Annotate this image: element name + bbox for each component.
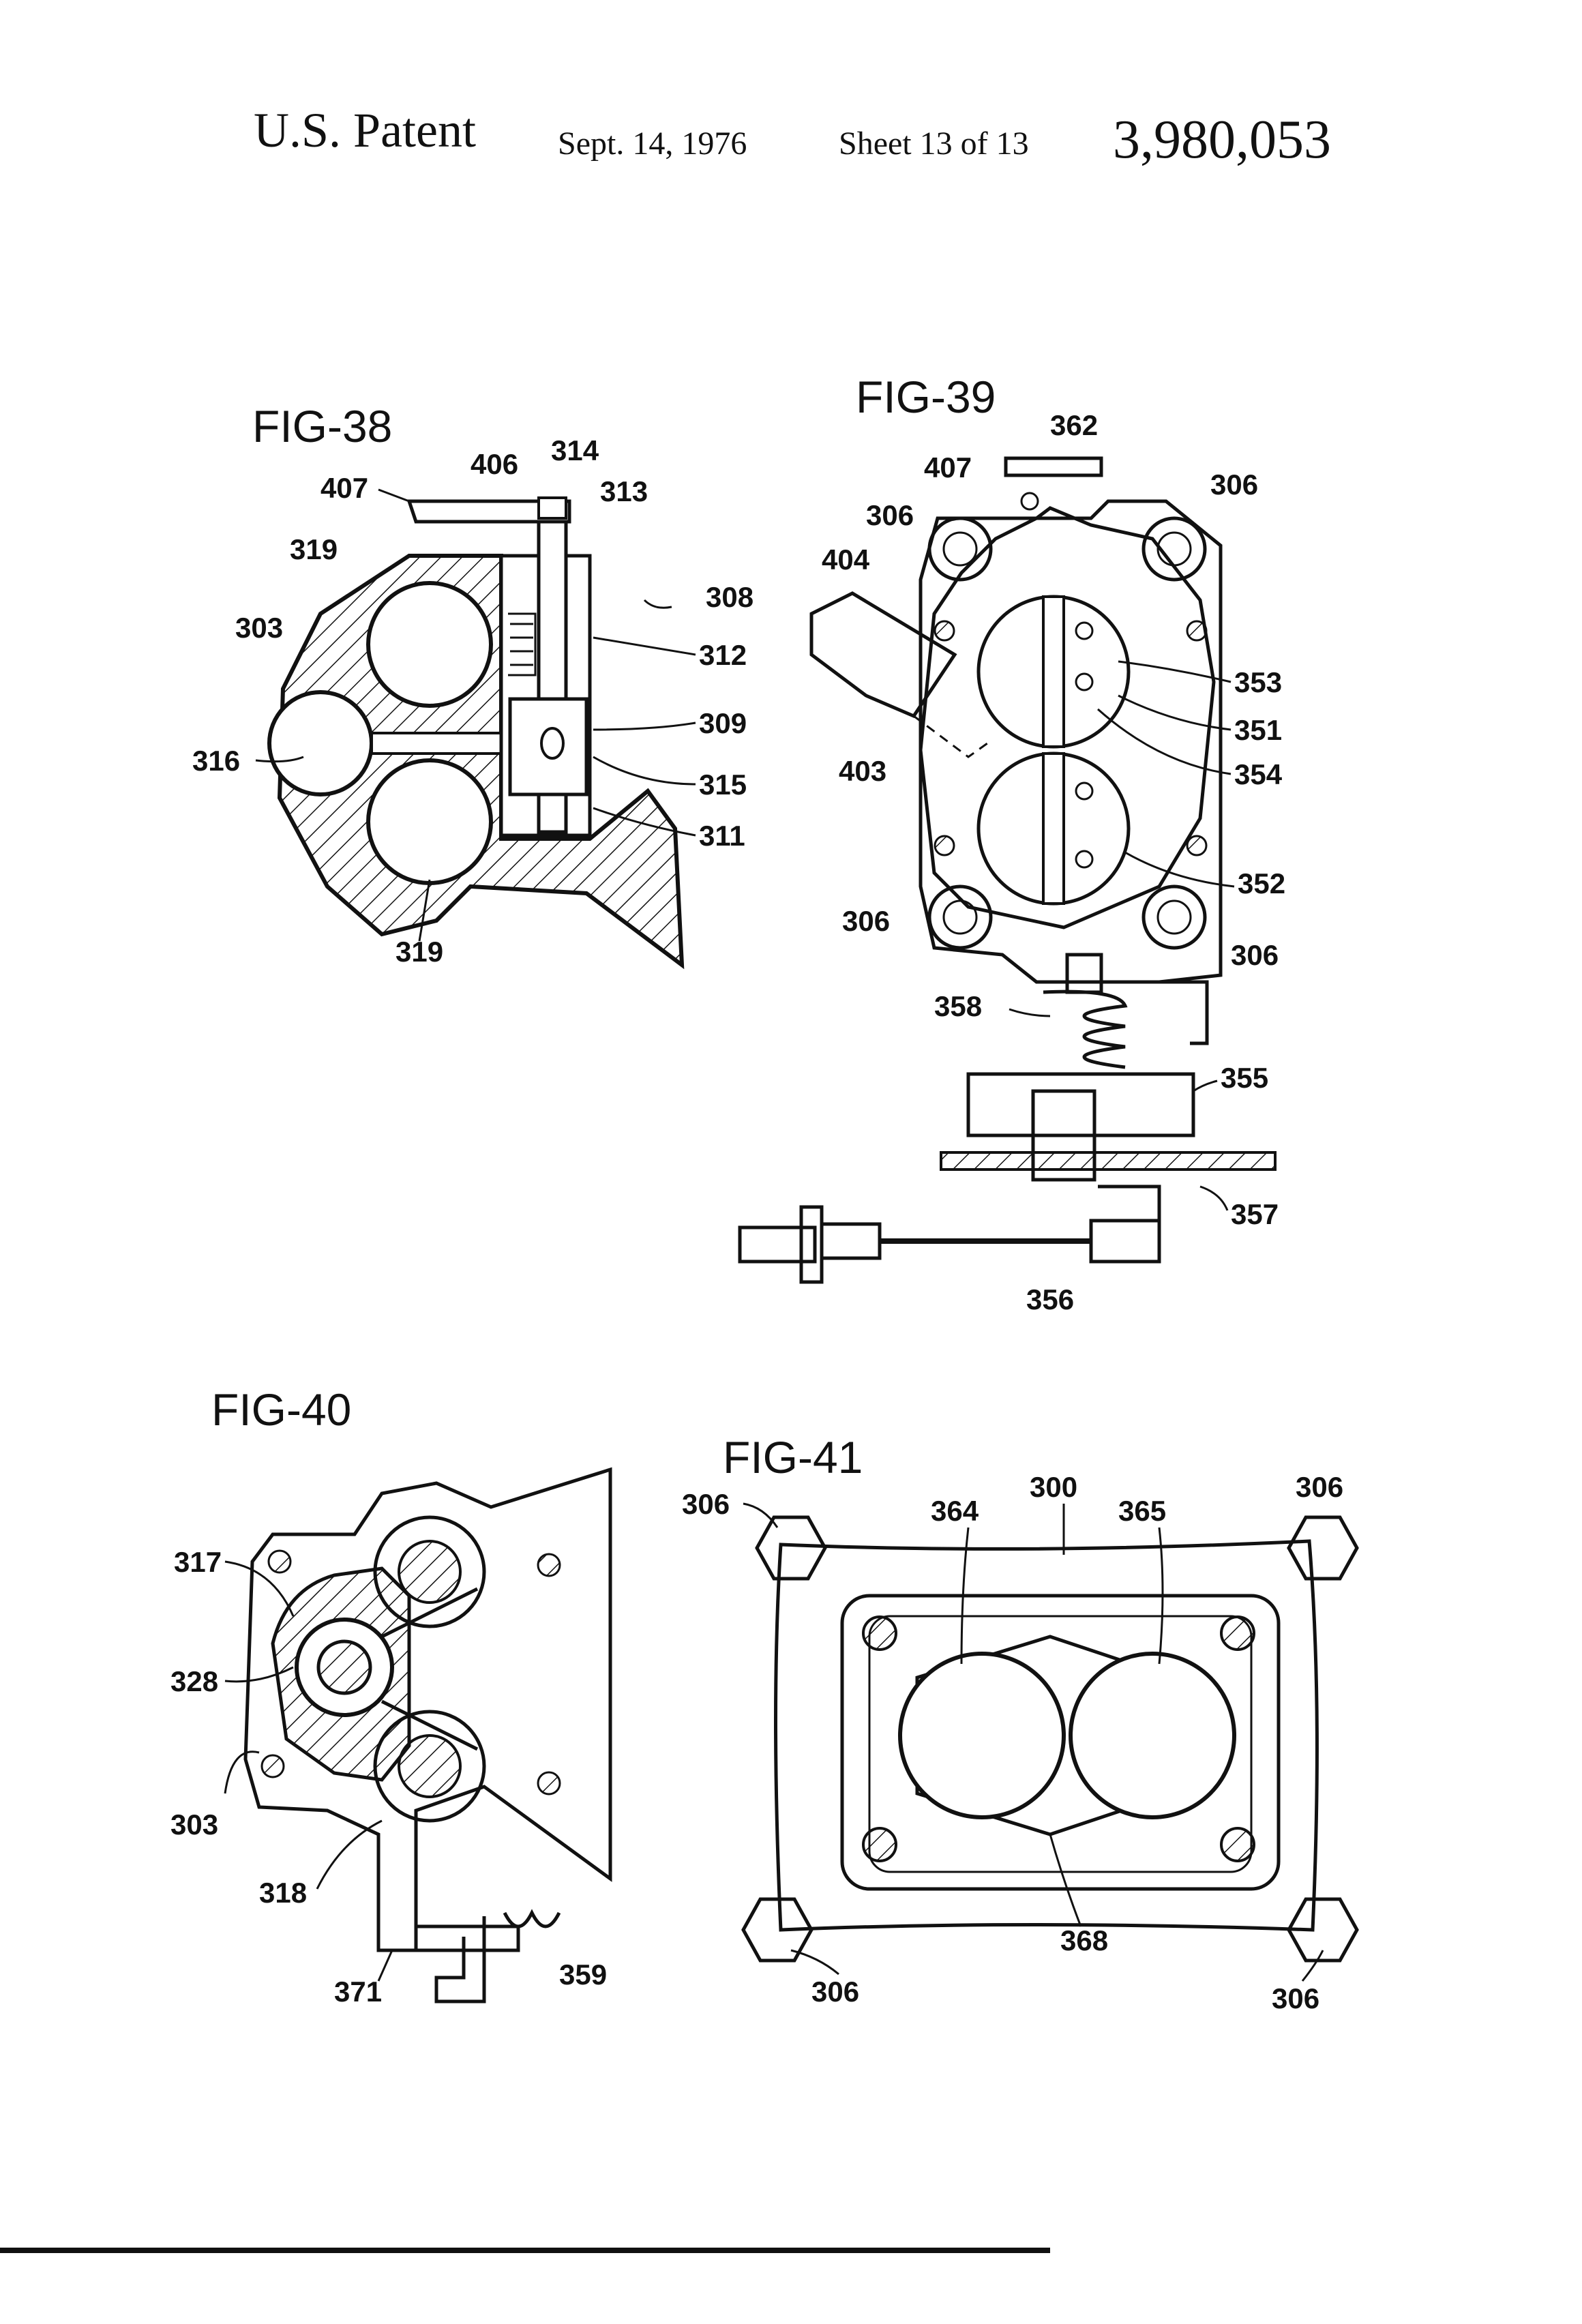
ref-315: 315 [699,769,747,801]
ref-407: 407 [320,472,368,504]
cross-passage [372,733,515,754]
ref-300: 300 [1030,1471,1077,1503]
spring-359 [505,1913,559,1926]
ref-365: 365 [1118,1495,1166,1527]
rod-357 [941,1152,1275,1170]
figure-41: FIG-41 306 364 300 365 306 368 306 306 [682,1432,1357,2014]
shaft-upper-lower [1043,754,1064,904]
nut-top-left [929,518,991,580]
figure-39: FIG-39 [740,372,1285,1315]
bolt-306-tr [1289,1517,1357,1579]
ref-364: 364 [931,1495,979,1527]
ref-358: 358 [934,990,982,1022]
ref-362: 362 [1050,409,1098,441]
ref-313: 313 [600,475,648,507]
outer-plate [921,501,1221,982]
passage-316 [269,692,372,794]
figure-38-label: FIG-38 [252,401,392,451]
bore-upper [368,583,491,706]
figure-40-label: FIG-40 [211,1384,351,1435]
ref-356: 356 [1026,1283,1074,1315]
bottom-rule [0,2248,1050,2253]
ref-318: 318 [259,1877,307,1909]
shaft-351 [1043,597,1064,747]
ref-319-upper: 319 [290,533,338,565]
port-315 [541,728,563,758]
ref-353: 353 [1234,666,1282,698]
figure-41-label: FIG-41 [723,1432,863,1483]
ref-306-tl: 306 [866,499,914,531]
nut-bottom-left [929,887,991,948]
ref-316: 316 [192,745,240,777]
ref-406: 406 [471,448,518,480]
bore-365 [1071,1654,1234,1817]
ref-354: 354 [1234,758,1283,790]
bolt-306-tl [757,1517,825,1579]
ref-306-br: 306 [1231,939,1279,971]
ref-308: 308 [706,581,753,613]
fitting-404 [811,593,955,716]
ref-404: 404 [822,543,870,576]
spring-358 [1043,992,1125,1067]
ref-303: 303 [235,612,283,644]
bore-364 [900,1654,1064,1817]
bracket-355 [968,1074,1193,1135]
ref-352: 352 [1238,867,1285,899]
ref-309: 309 [699,707,747,739]
ref-306-tr: 306 [1296,1471,1343,1503]
ref-407: 407 [924,451,972,483]
ref-368: 368 [1060,1924,1108,1956]
ref-351: 351 [1234,714,1282,746]
ref-359: 359 [559,1958,607,1991]
ref-311: 311 [699,820,745,852]
ref-371: 371 [334,1976,382,2008]
nut-top-right [1144,518,1205,580]
figure-38: FIG-38 406 314 407 313 319 303 308 312 3… [192,401,753,968]
ref-355: 355 [1221,1062,1268,1094]
passage-403 [914,716,992,757]
shaft-328 [318,1641,370,1693]
ref-312: 312 [699,639,747,671]
ref-403: 403 [839,755,886,787]
bore-lower [368,760,491,883]
figure-40: FIG-40 317 328 303 318 371 359 [170,1384,610,2008]
ref-303: 303 [170,1808,218,1841]
ref-306-tl: 306 [682,1488,730,1520]
ref-306-bl: 306 [811,1976,859,2008]
figure-39-label: FIG-39 [856,372,996,422]
ref-317: 317 [174,1546,222,1578]
ref-306-tr: 306 [1210,468,1258,501]
ref-328: 328 [170,1665,218,1697]
ref-306-br: 306 [1272,1982,1319,2014]
bracket-362 [1006,458,1101,475]
ref-357: 357 [1231,1198,1279,1230]
throttle-body-flange [921,508,1214,927]
ref-314: 314 [551,434,599,466]
nut-bottom-right [1144,887,1205,948]
ref-306-bl: 306 [842,905,890,937]
